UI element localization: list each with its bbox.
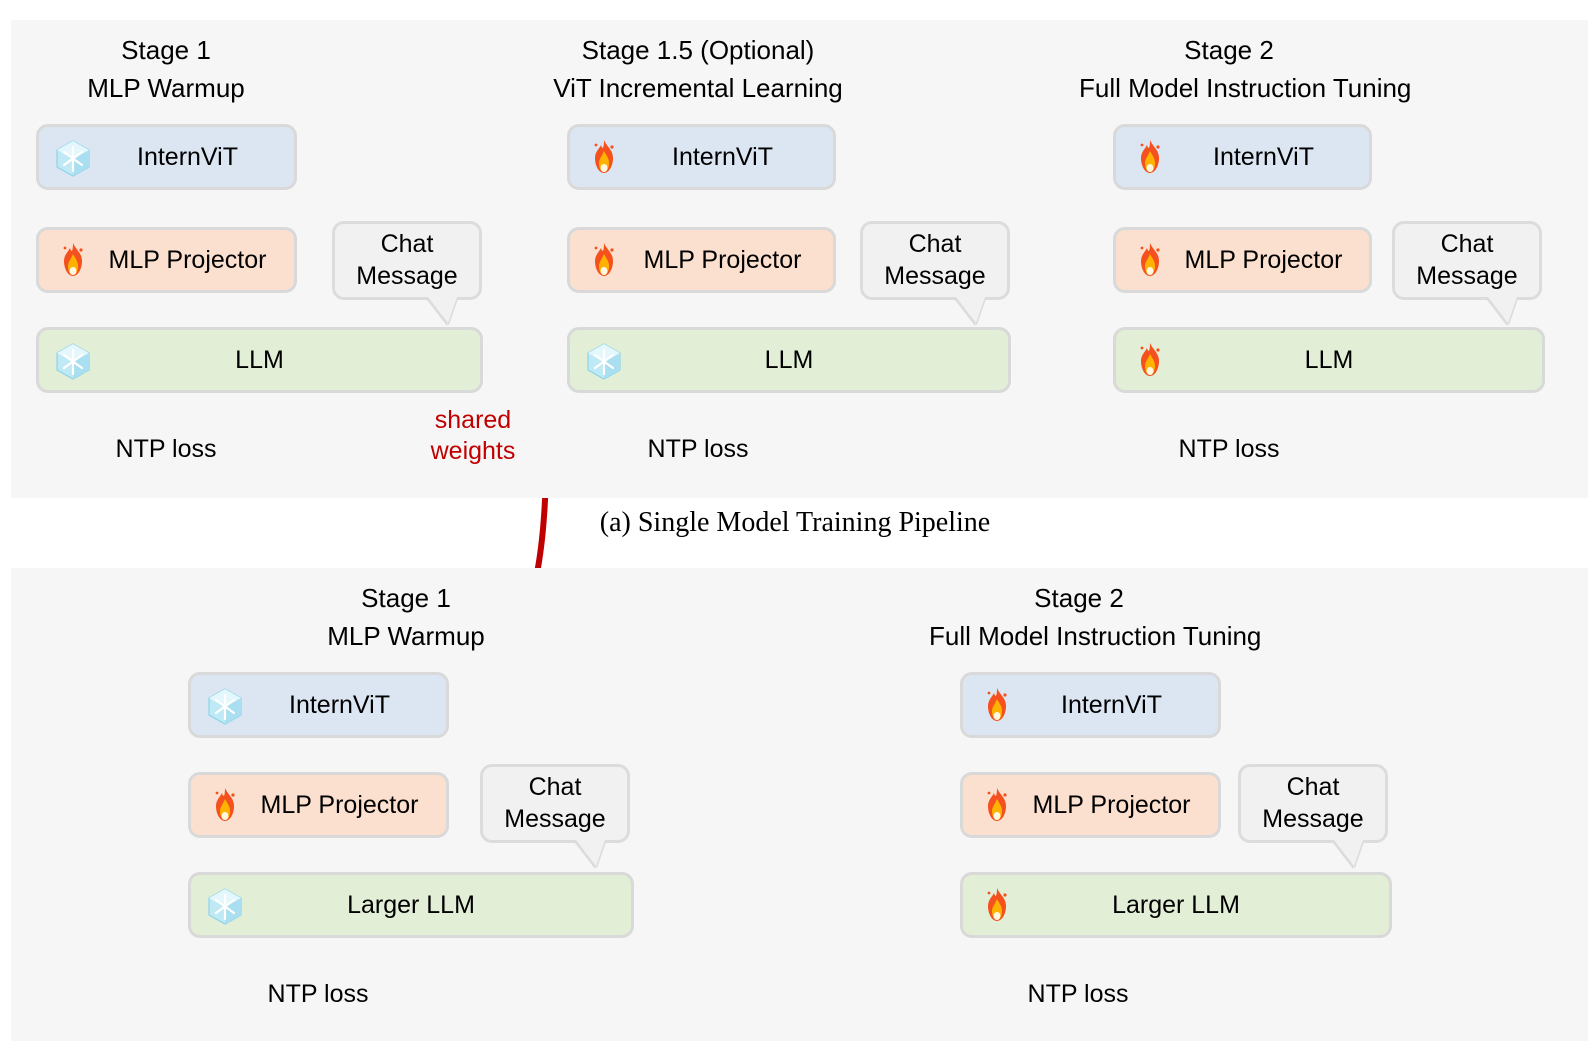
top-col3-bubble-line2: Message (1416, 261, 1518, 290)
bottom-col1-title: Stage 1 MLP Warmup (256, 580, 556, 655)
top-col3-title-line1: Stage 2 (1184, 35, 1274, 65)
bottom-col1-llm-label: Larger LLM (347, 890, 475, 919)
fire-flame-icon (977, 685, 1017, 725)
bottom-col1-internvit-node[interactable]: InternViT (188, 672, 449, 738)
top-col2-bubble-line2: Message (884, 261, 986, 290)
snowflake-ice-cube-icon (205, 885, 245, 925)
shared-weights-label: shared weights (400, 405, 546, 468)
bubble-tail (428, 297, 457, 323)
bottom-col2-mlp-projector-label: MLP Projector (1032, 790, 1191, 819)
bottom-col1-ntp-loss-label: NTP loss (267, 980, 369, 1008)
bottom-col2-title: Stage 2 Full Model Instruction Tuning (929, 580, 1262, 655)
bottom-col2-internvit-node[interactable]: InternViT (960, 672, 1221, 738)
bubble-tail (956, 297, 985, 323)
bottom-col1-chat-message-bubble[interactable]: Chat Message (480, 764, 630, 866)
top-col2-llm-node[interactable]: LLM (567, 327, 1011, 393)
bottom-col1-internvit-label: InternViT (289, 690, 390, 719)
top-col3-chat-message-bubble[interactable]: Chat Message (1392, 221, 1542, 323)
top-col1-ntp-loss-label: NTP loss (115, 435, 217, 463)
top-col2-title: Stage 1.5 (Optional) ViT Incremental Lea… (548, 32, 848, 107)
figure-caption-a: (a) Single Model Training Pipeline (599, 507, 991, 538)
top-col3-llm-label: LLM (1304, 345, 1354, 374)
top-col3-internvit-node[interactable]: InternViT (1113, 124, 1372, 190)
bottom-col2-bubble-line2: Message (1262, 804, 1364, 833)
top-col1-title-line2: MLP Warmup (87, 72, 245, 103)
top-col2-llm-label: LLM (764, 345, 814, 374)
bottom-col2-chat-message-bubble[interactable]: Chat Message (1238, 764, 1388, 866)
bottom-col1-llm-node[interactable]: Larger LLM (188, 872, 634, 938)
top-col1-bubble-line1: Chat (380, 230, 434, 259)
top-col2-internvit-node[interactable]: InternViT (567, 124, 836, 190)
top-col2-chat-message-bubble[interactable]: Chat Message (860, 221, 1010, 323)
top-col1-internvit-node[interactable]: InternViT (36, 124, 297, 190)
bottom-col1-mlp-projector-label: MLP Projector (260, 790, 419, 819)
bubble-tail (576, 840, 605, 866)
top-col3-internvit-label: InternViT (1213, 142, 1314, 171)
top-col2-mlp-projector-label: MLP Projector (643, 245, 802, 274)
top-col2-title-line1: Stage 1.5 (Optional) (581, 35, 815, 65)
bottom-col2-llm-label: Larger LLM (1112, 890, 1240, 919)
bottom-col1-bubble-line1: Chat (528, 773, 582, 802)
top-col3-mlp-projector-label: MLP Projector (1184, 245, 1343, 274)
fire-flame-icon (1130, 240, 1170, 280)
top-col1-mlp-projector-label: MLP Projector (108, 245, 267, 274)
top-col2-bubble-line1: Chat (908, 230, 962, 259)
fire-flame-icon (977, 785, 1017, 825)
top-col1-llm-label: LLM (235, 345, 284, 374)
bottom-col1-mlp-projector-node[interactable]: MLP Projector (188, 772, 449, 838)
snowflake-ice-cube-icon (53, 340, 93, 380)
snowflake-ice-cube-icon (53, 137, 93, 177)
fire-flame-icon (1130, 340, 1170, 380)
bottom-col2-bubble-line1: Chat (1286, 773, 1340, 802)
shared-weights-line2: weights (430, 437, 516, 466)
top-col2-internvit-label: InternViT (672, 142, 773, 171)
top-col2-mlp-projector-node[interactable]: MLP Projector (567, 227, 836, 293)
top-col3-ntp-loss-label: NTP loss (1178, 435, 1280, 463)
top-col1-bubble-line2: Message (356, 261, 458, 290)
bottom-col2-mlp-projector-node[interactable]: MLP Projector (960, 772, 1221, 838)
bottom-col2-internvit-label: InternViT (1061, 690, 1162, 719)
shared-weights-line1: shared (434, 406, 512, 434)
bottom-col2-title-line2: Full Model Instruction Tuning (929, 620, 1262, 651)
bubble-tail (1334, 840, 1363, 866)
top-col3-title: Stage 2 Full Model Instruction Tuning (1079, 32, 1412, 107)
top-col3-bubble-line1: Chat (1440, 230, 1494, 259)
bottom-col2-llm-node[interactable]: Larger LLM (960, 872, 1392, 938)
fire-flame-icon (205, 785, 245, 825)
fire-flame-icon (53, 240, 93, 280)
fire-flame-icon (1130, 137, 1170, 177)
top-col1-mlp-projector-node[interactable]: MLP Projector (36, 227, 297, 293)
fire-flame-icon (584, 240, 624, 280)
top-col3-title-line2: Full Model Instruction Tuning (1079, 72, 1412, 103)
top-col3-mlp-projector-node[interactable]: MLP Projector (1113, 227, 1372, 293)
top-col1-chat-message-bubble[interactable]: Chat Message (332, 221, 482, 323)
bottom-col1-bubble-line2: Message (504, 804, 606, 833)
bottom-col1-title-line1: Stage 1 (361, 583, 451, 613)
top-col2-ntp-loss-label: NTP loss (647, 435, 749, 463)
bottom-col1-title-line2: MLP Warmup (327, 620, 485, 651)
top-col1-llm-node[interactable]: LLM (36, 327, 483, 393)
bottom-col2-ntp-loss-label: NTP loss (1027, 980, 1129, 1008)
top-col1-title: Stage 1 MLP Warmup (16, 32, 316, 107)
snowflake-ice-cube-icon (205, 685, 245, 725)
top-col3-llm-node[interactable]: LLM (1113, 327, 1545, 393)
bottom-col2-title-line1: Stage 2 (1034, 583, 1124, 613)
bubble-tail (1488, 297, 1517, 323)
fire-flame-icon (977, 885, 1017, 925)
top-col1-title-line1: Stage 1 (121, 35, 211, 65)
fire-flame-icon (584, 137, 624, 177)
snowflake-ice-cube-icon (584, 340, 624, 380)
top-col2-title-line2: ViT Incremental Learning (553, 72, 843, 103)
top-col1-internvit-label: InternViT (137, 142, 238, 171)
